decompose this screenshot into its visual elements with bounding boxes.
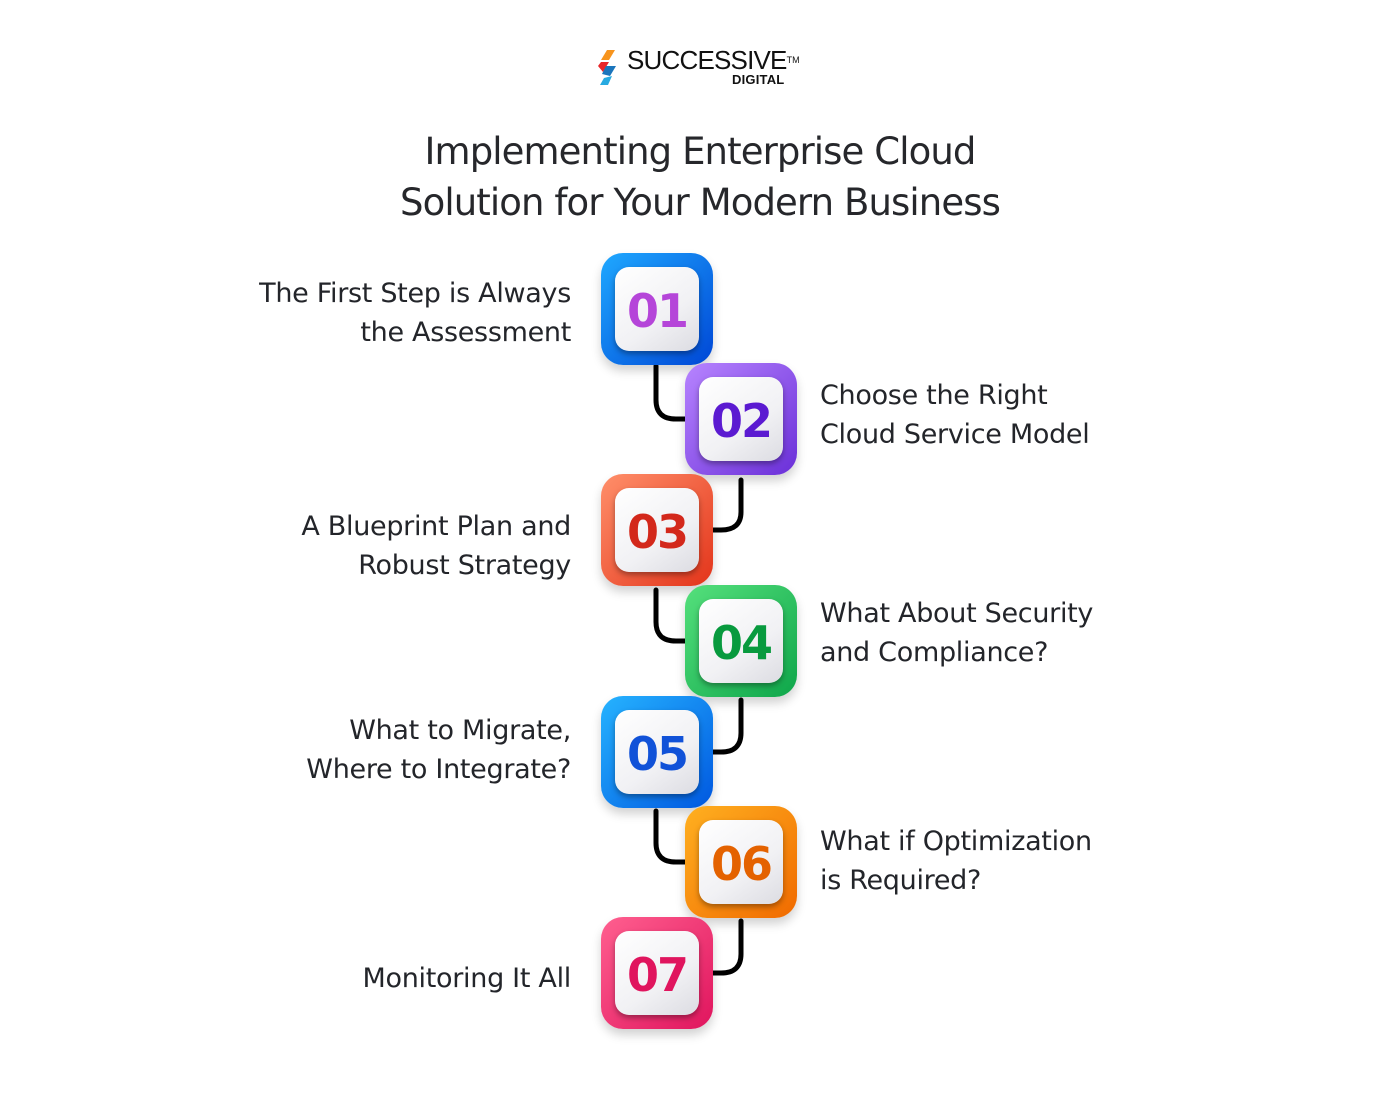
logo-mark-red: [598, 62, 609, 72]
step-number: 05: [626, 726, 689, 781]
step-label-line-2: Robust Strategy: [358, 550, 571, 581]
step-badge-inner: 02: [699, 377, 783, 461]
step-number: 02: [710, 393, 773, 448]
step-badge-05: 05: [601, 696, 713, 808]
step-label-01: The First Step is Always the Assessment: [259, 274, 571, 352]
step-label-line-1: Monitoring It All: [362, 963, 572, 994]
connector-03-04: [653, 587, 691, 644]
step-badge-inner: 06: [699, 820, 783, 904]
logo-mark-cyan: [600, 76, 612, 85]
step-label-line-1: The First Step is Always: [259, 278, 571, 309]
connector-05-06: [653, 808, 691, 865]
step-number: 03: [626, 504, 689, 559]
step-label-line-2: Cloud Service Model: [820, 419, 1090, 450]
connector-02-03: [709, 477, 744, 533]
step-label-line-1: A Blueprint Plan and: [301, 511, 571, 542]
connector-01-02: [653, 363, 691, 422]
step-label-02: Choose the Right Cloud Service Model: [820, 376, 1090, 454]
step-number: 07: [626, 947, 689, 1002]
step-label-07: Monitoring It All: [362, 959, 572, 998]
logo-mark-icon: [598, 50, 616, 85]
connector-04-05: [709, 697, 744, 755]
step-badge-01: 01: [601, 253, 713, 365]
step-badge-inner: 01: [615, 267, 699, 351]
step-badge-06: 06: [685, 806, 797, 918]
step-label-03: A Blueprint Plan and Robust Strategy: [301, 507, 571, 585]
step-badge-inner: 04: [699, 599, 783, 683]
step-badge-inner: 03: [615, 488, 699, 572]
step-label-line-1: What if Optimization: [820, 826, 1092, 857]
logo-mark-blue: [602, 66, 616, 76]
step-label-line-2: is Required?: [820, 865, 982, 896]
page-title-line-2: Solution for Your Modern Business: [400, 181, 1001, 224]
step-badge-07: 07: [601, 917, 713, 1029]
page-title-line-1: Implementing Enterprise Cloud: [424, 130, 977, 173]
logo-subtitle: DIGITAL: [732, 72, 785, 87]
step-number: 01: [626, 283, 689, 338]
step-number: 04: [710, 615, 773, 670]
connector-06-07: [709, 918, 744, 976]
step-label-line-1: What About Security: [820, 598, 1094, 629]
logo-wordmark: SUCCESSIVETM: [627, 45, 800, 75]
logo-mark-orange: [601, 50, 615, 60]
step-number: 06: [710, 836, 773, 891]
step-badge-inner: 05: [615, 710, 699, 794]
step-label-line-2: the Assessment: [360, 317, 571, 348]
step-badge-02: 02: [685, 363, 797, 475]
step-badge-04: 04: [685, 585, 797, 697]
step-badge-03: 03: [601, 474, 713, 586]
successive-digital-logo: SUCCESSIVETM DIGITAL: [598, 44, 808, 90]
step-label-line-2: Where to Integrate?: [306, 754, 571, 785]
step-label-line-2: and Compliance?: [820, 637, 1049, 668]
step-label-06: What if Optimization is Required?: [820, 822, 1092, 900]
step-label-line-1: Choose the Right: [820, 380, 1048, 411]
step-badge-inner: 07: [615, 931, 699, 1015]
step-label-05: What to Migrate, Where to Integrate?: [306, 711, 571, 789]
step-label-line-1: What to Migrate,: [349, 715, 571, 746]
step-label-04: What About Security and Compliance?: [820, 594, 1093, 672]
